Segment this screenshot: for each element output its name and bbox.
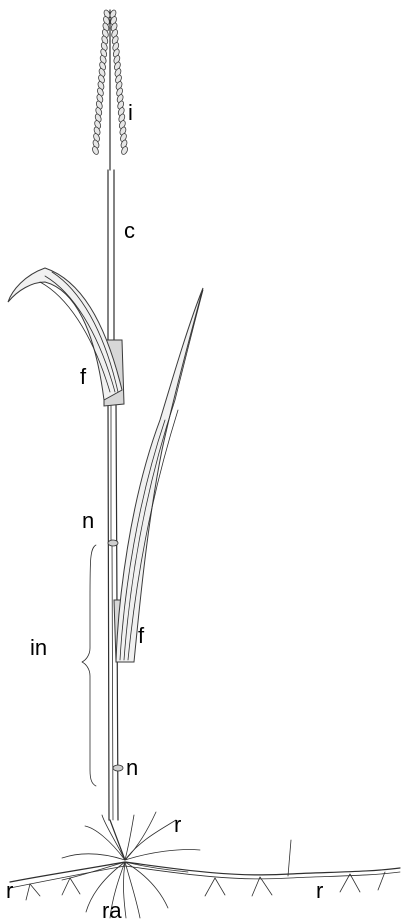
rhizomes: [10, 840, 400, 900]
upper-leaf: [8, 268, 124, 406]
lower-leaf: [114, 288, 203, 662]
label-node-lower: n: [126, 755, 138, 780]
label-inflorescence: i: [128, 100, 133, 125]
label-rhizome-right: r: [316, 878, 323, 903]
roots: [62, 862, 188, 918]
label-internode: in: [30, 635, 47, 660]
label-leaf-upper: f: [80, 364, 87, 389]
label-leaf-lower: f: [138, 623, 145, 648]
culm: [108, 170, 118, 820]
lower-node: [113, 765, 123, 771]
internode-bracket: [82, 545, 96, 786]
inflorescence: [91, 9, 128, 170]
label-culm: c: [124, 218, 135, 243]
label-node-upper: n: [82, 508, 94, 533]
upper-node: [108, 540, 118, 546]
label-rhizome-upper: r: [174, 812, 181, 837]
label-rhizome-left: r: [6, 878, 13, 903]
label-roots: ra: [102, 898, 122, 920]
